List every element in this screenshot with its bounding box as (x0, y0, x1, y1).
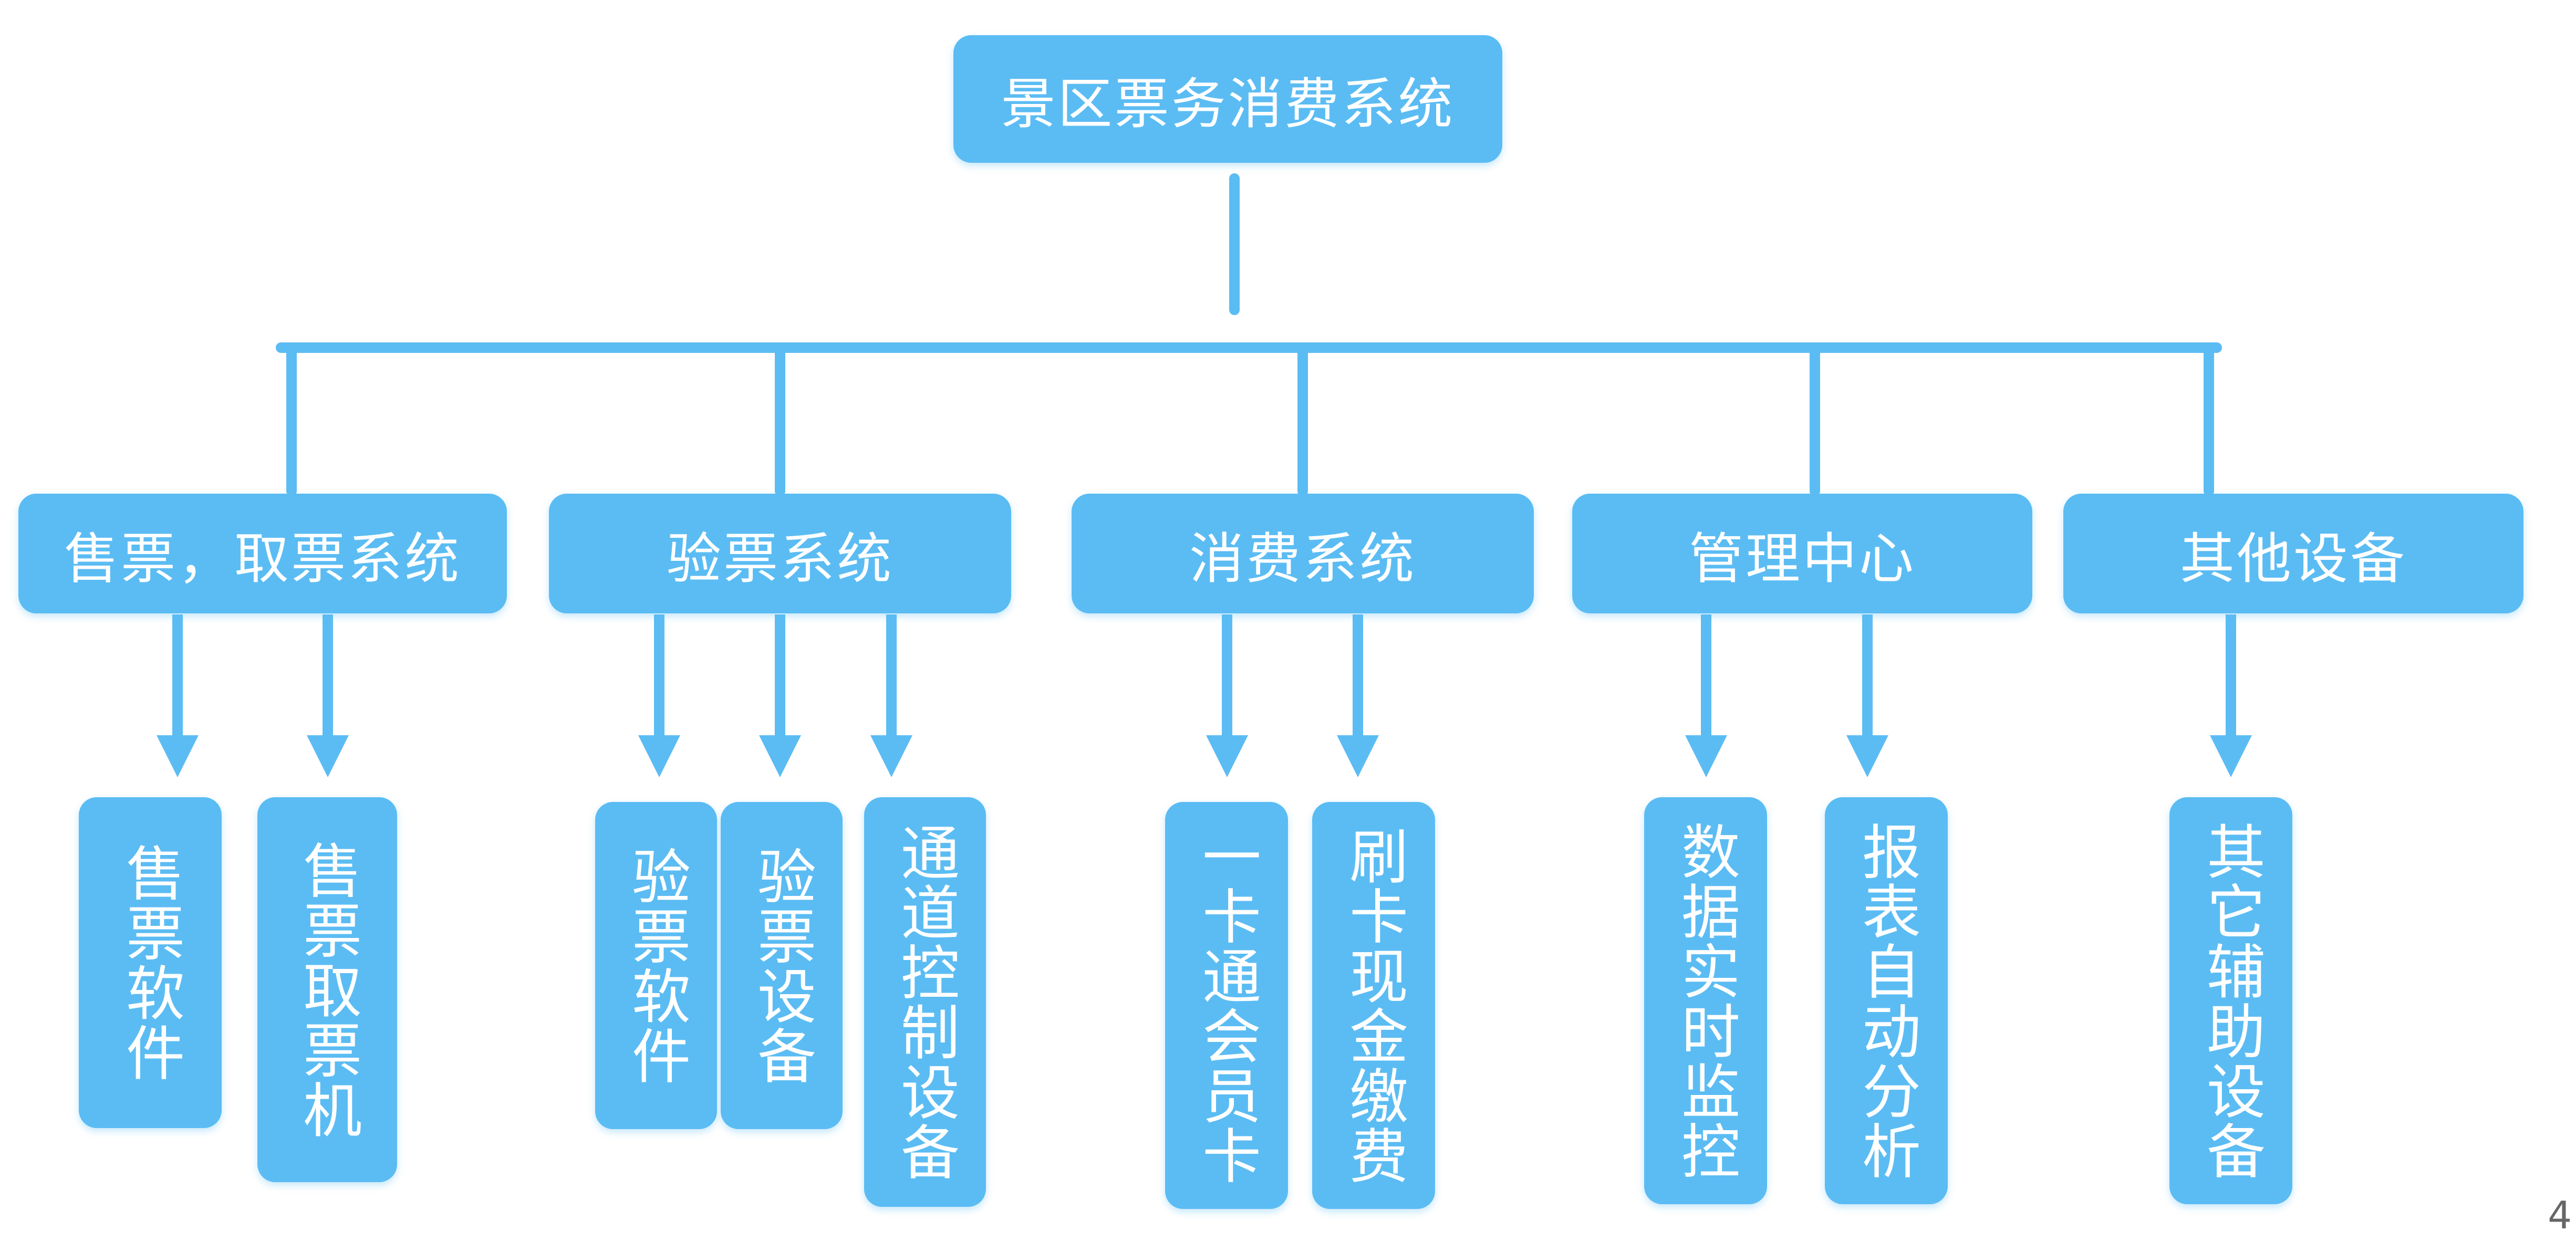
root-node: 景区票务消费系统 (953, 35, 1502, 163)
category-node-validation: 验票系统 (549, 494, 1011, 613)
child-node-card-cash-payment: 刷卡现金缴费 (1312, 802, 1435, 1209)
child-node-ticket-kiosk: 售票取票机 (257, 797, 397, 1182)
child-node-realtime-monitoring: 数据实时监控 (1644, 797, 1767, 1204)
category-node-consumption: 消费系统 (1072, 494, 1534, 613)
child-node-validation-software: 验票软件 (595, 802, 717, 1129)
category-node-ticketing: 售票，取票系统 (18, 494, 507, 613)
child-node-ticket-software: 售票软件 (79, 797, 222, 1128)
child-node-other-auxiliary: 其它辅助设备 (2169, 797, 2292, 1204)
child-node-membership-card: 一卡通会员卡 (1165, 802, 1288, 1209)
page-number: 4 (2548, 1193, 2572, 1237)
child-node-validation-device: 验票设备 (721, 802, 843, 1129)
child-node-gate-control: 通道控制设备 (864, 797, 986, 1207)
child-node-report-analysis: 报表自动分析 (1825, 797, 1948, 1204)
category-node-management: 管理中心 (1572, 494, 2032, 613)
category-node-other: 其他设备 (2063, 494, 2523, 613)
